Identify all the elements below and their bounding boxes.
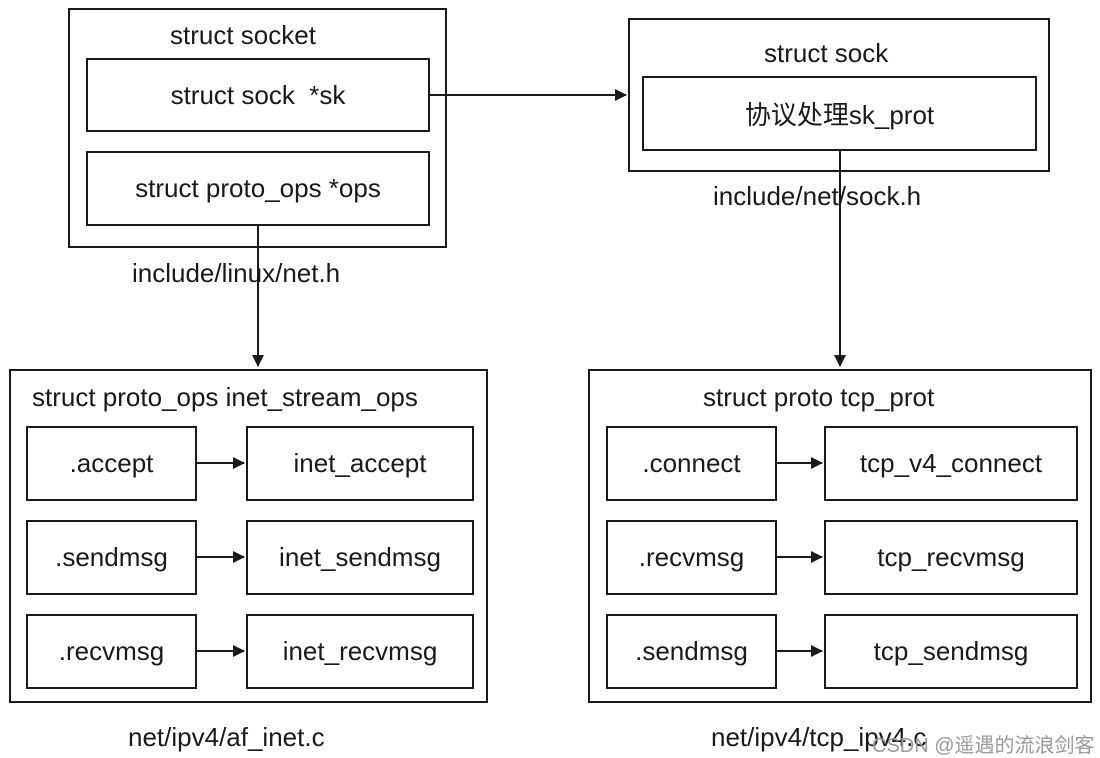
- inet-field-recvmsg-label: .recvmsg: [58, 636, 165, 666]
- inet-impl-recvmsg-label: inet_recvmsg: [282, 636, 438, 666]
- tcp-impl-connect: tcp_v4_connect: [824, 426, 1078, 501]
- sock-path: include/net/sock.h: [713, 181, 922, 211]
- tcp-impl-connect-label: tcp_v4_connect: [859, 448, 1043, 478]
- tcp-field-recvmsg: .recvmsg: [606, 520, 777, 595]
- inet-field-sendmsg: .sendmsg: [26, 520, 197, 595]
- inet-impl-sendmsg-label: inet_sendmsg: [279, 542, 441, 572]
- inet-impl-sendmsg: inet_sendmsg: [246, 520, 474, 595]
- inet-impl-recvmsg: inet_recvmsg: [246, 614, 474, 689]
- struct-sock-title: struct sock: [764, 38, 889, 68]
- sk-prot-field: 协议处理sk_prot: [642, 76, 1037, 151]
- proto-ops-label: struct proto_ops *ops: [135, 173, 381, 203]
- tcp-field-recvmsg-label: .recvmsg: [638, 542, 745, 572]
- inet-impl-accept: inet_accept: [246, 426, 474, 501]
- tcp-impl-recvmsg: tcp_recvmsg: [824, 520, 1078, 595]
- inet-path: net/ipv4/af_inet.c: [128, 722, 325, 752]
- inet-field-sendmsg-label: .sendmsg: [55, 542, 168, 572]
- inet-impl-accept-label: inet_accept: [293, 448, 427, 478]
- inet-field-accept-label: .accept: [69, 448, 154, 478]
- tcp-impl-sendmsg: tcp_sendmsg: [824, 614, 1078, 689]
- tcp-prot-title: struct proto tcp_prot: [703, 382, 935, 412]
- tcp-field-connect: .connect: [606, 426, 777, 501]
- tcp-field-connect-label: .connect: [642, 448, 741, 478]
- watermark: CSDN @遥遇的流浪剑客: [872, 735, 1095, 757]
- struct-socket-title: struct socket: [170, 20, 316, 50]
- sock-sk-label: struct sock *sk: [170, 79, 346, 110]
- tcp-field-sendmsg-label: .sendmsg: [635, 636, 748, 666]
- sk-prot-label: 协议处理sk_prot: [744, 100, 935, 130]
- tcp-impl-recvmsg-label: tcp_recvmsg: [877, 542, 1025, 572]
- socket-path: include/linux/net.h: [132, 258, 341, 288]
- inet-field-accept: .accept: [26, 426, 197, 501]
- tcp-field-sendmsg: .sendmsg: [606, 614, 777, 689]
- tcp-impl-sendmsg-label: tcp_sendmsg: [873, 636, 1029, 666]
- inet-field-recvmsg: .recvmsg: [26, 614, 197, 689]
- inet-stream-ops-title: struct proto_ops inet_stream_ops: [32, 382, 418, 412]
- sock-sk-field: struct sock *sk: [86, 58, 430, 132]
- proto-ops-field: struct proto_ops *ops: [86, 151, 430, 226]
- tcp-path: net/ipv4/tcp_ipv4.c: [711, 722, 927, 752]
